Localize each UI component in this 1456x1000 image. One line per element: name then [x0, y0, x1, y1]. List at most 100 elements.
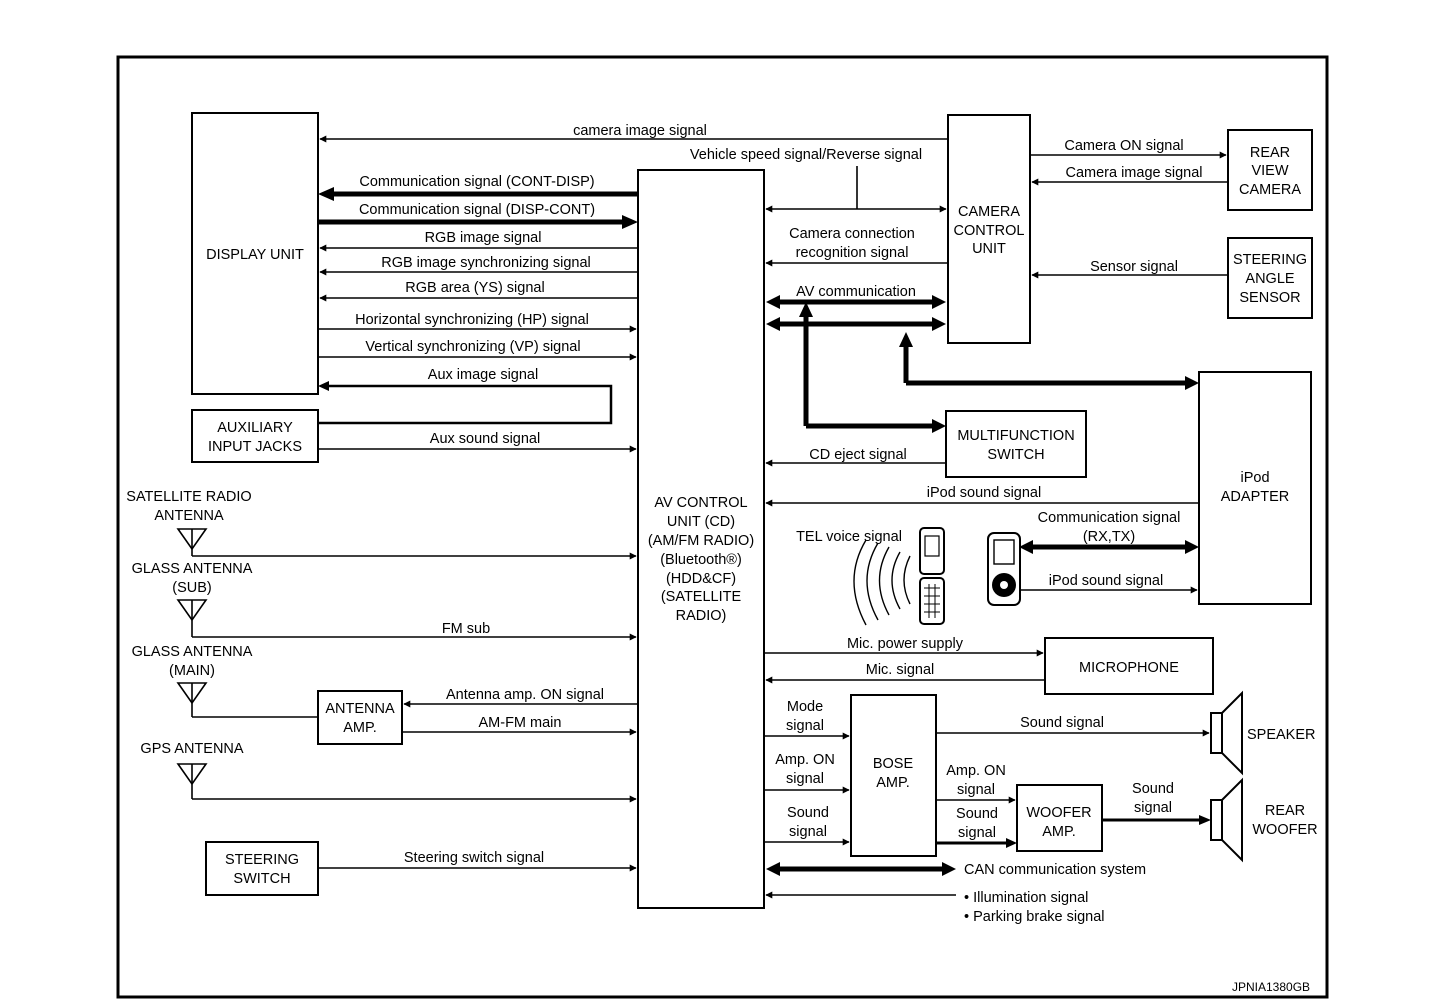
- bose-label-1: BOSE: [873, 756, 914, 772]
- camera-image-signal-label: camera image signal: [573, 123, 707, 139]
- arrowhead: [942, 862, 956, 876]
- sat-antenna-label-2: ANTENNA: [154, 508, 224, 524]
- hp-signal-label: Horizontal synchronizing (HP) signal: [355, 312, 589, 328]
- sensor-signal-label: Sensor signal: [1090, 259, 1178, 275]
- rgb-image-label: RGB image signal: [425, 230, 542, 246]
- sound-in-label-1: Sound: [787, 805, 829, 821]
- aux-jacks-label-1: AUXILIARY: [217, 420, 293, 436]
- ipod-adapter-box: iPod ADAPTER: [1198, 371, 1312, 605]
- arrowhead: [766, 317, 780, 331]
- amp-on-label-1: Amp. ON: [775, 752, 835, 768]
- steering-angle-sensor-box: STEERING ANGLE SENSOR: [1227, 237, 1313, 319]
- bose-amp-box: BOSE AMP.: [850, 694, 937, 857]
- woofer-amp-box: WOOFER AMP.: [1016, 784, 1103, 852]
- fm-sub-label: FM sub: [442, 621, 490, 637]
- av-unit-label-7: RADIO): [676, 608, 727, 624]
- glass-sub-label-1: GLASS ANTENNA: [132, 561, 253, 577]
- figure-code: JPNIA1380GB: [1232, 980, 1310, 994]
- glass-sub-label-2: (SUB): [172, 580, 211, 596]
- arrowhead: [1185, 540, 1199, 554]
- am-fm-main-label: AM-FM main: [479, 715, 562, 731]
- rear-woofer-label-2: WOOFER: [1252, 822, 1317, 838]
- cd-eject-label: CD eject signal: [809, 447, 907, 463]
- mode-signal-label-1: Mode: [787, 699, 823, 715]
- mic-power-label: Mic. power supply: [847, 636, 964, 652]
- gps-label: GPS ANTENNA: [140, 741, 243, 757]
- outer-frame: [116, 55, 1329, 999]
- ipod-sound-2-label: iPod sound signal: [1049, 573, 1163, 589]
- sound-speaker-label: Sound signal: [1020, 715, 1104, 731]
- sound-waves-icon: [853, 539, 911, 626]
- ipod-label-1: iPod: [1240, 470, 1269, 486]
- multifunction-switch-box: MULTIFUNCTION SWITCH: [945, 410, 1087, 478]
- aux-sound-label: Aux sound signal: [430, 431, 540, 447]
- av-unit-label-1: AV CONTROL: [654, 495, 747, 511]
- mfs-label-2: SWITCH: [987, 447, 1044, 463]
- speaker-icon: [1210, 690, 1243, 776]
- ipod-label-2: ADAPTER: [1221, 489, 1290, 505]
- antenna-amp-label-2: AMP.: [343, 720, 377, 736]
- rear-woofer-speaker-icon: [1210, 777, 1243, 863]
- sound-woofer-out-label-2: signal: [1134, 800, 1172, 816]
- comm-rx-tx-label-2: (RX,TX): [1083, 529, 1135, 545]
- bose-label-2: AMP.: [876, 775, 910, 791]
- arrowhead: [932, 317, 946, 331]
- arrowhead: [622, 215, 638, 229]
- auxiliary-input-jacks-box: AUXILIARY INPUT JACKS: [191, 409, 319, 463]
- antenna-amp-on-label: Antenna amp. ON signal: [446, 687, 604, 703]
- illumination-label: • Illumination signal: [964, 890, 1088, 906]
- sound-woofer-in-label-1: Sound: [956, 806, 998, 822]
- tel-voice-label: TEL voice signal: [796, 529, 902, 545]
- sas-label-2: ANGLE: [1245, 271, 1294, 287]
- aux-jacks-label-2: INPUT JACKS: [208, 439, 302, 455]
- parking-brake-label: • Parking brake signal: [964, 909, 1104, 925]
- amp-on-woofer-label-1: Amp. ON: [946, 763, 1006, 779]
- vehicle-speed-label: Vehicle speed signal/Reverse signal: [690, 147, 922, 163]
- sas-label-1: STEERING: [1233, 252, 1307, 268]
- rgb-area-label: RGB area (YS) signal: [405, 280, 544, 296]
- camera-connection-label-1: Camera connection: [789, 226, 915, 242]
- sound-woofer-in-label-2: signal: [958, 825, 996, 841]
- ccu-label-3: UNIT: [972, 241, 1006, 257]
- microphone-label: MICROPHONE: [1079, 660, 1179, 676]
- amp-on-woofer-label-2: signal: [957, 782, 995, 798]
- amp-on-label-2: signal: [786, 771, 824, 787]
- av-unit-label-3: (AM/FM RADIO): [648, 533, 754, 549]
- camera-on-label: Camera ON signal: [1064, 138, 1183, 154]
- glass-main-label-1: GLASS ANTENNA: [132, 644, 253, 660]
- ipod-device-icon: [987, 532, 1021, 606]
- mode-signal-label-2: signal: [786, 718, 824, 734]
- ccu-label-2: CONTROL: [954, 223, 1025, 239]
- glass-main-label-2: (MAIN): [169, 663, 215, 679]
- rvc-label-2: VIEW: [1251, 163, 1288, 179]
- microphone-box: MICROPHONE: [1044, 637, 1214, 695]
- arrowhead: [899, 332, 913, 347]
- glass-antenna-sub: GLASS ANTENNA (SUB): [132, 561, 253, 637]
- display-unit-label: DISPLAY UNIT: [206, 247, 304, 263]
- vp-signal-label: Vertical synchronizing (VP) signal: [365, 339, 580, 355]
- comm-disp-cont-label: Communication signal (DISP-CONT): [359, 202, 595, 218]
- arrowhead: [1019, 540, 1033, 554]
- arrowhead: [799, 302, 813, 317]
- sound-in-label-2: signal: [789, 824, 827, 840]
- arrowhead: [932, 419, 946, 433]
- arrowhead: [1199, 815, 1211, 825]
- arrowhead: [766, 295, 780, 309]
- speaker-label: SPEAKER: [1247, 727, 1316, 743]
- comm-rx-tx-label-1: Communication signal: [1038, 510, 1181, 526]
- antenna-amp-box: ANTENNA AMP.: [317, 690, 403, 745]
- gps-antenna: GPS ANTENNA: [140, 741, 244, 799]
- av-communication-label: AV communication: [796, 284, 916, 300]
- woofer-amp-label-2: AMP.: [1042, 824, 1076, 840]
- av-control-unit-box: AV CONTROL UNIT (CD) (AM/FM RADIO) (Blue…: [637, 169, 765, 909]
- av-unit-label-2: UNIT (CD): [667, 514, 735, 530]
- av-unit-label-4: (Bluetooth®): [660, 552, 742, 568]
- rgb-sync-label: RGB image synchronizing signal: [381, 255, 591, 271]
- sas-label-3: SENSOR: [1239, 290, 1300, 306]
- av-unit-label-5: (HDD&CF): [666, 571, 736, 587]
- comm-cont-disp-label: Communication signal (CONT-DISP): [359, 174, 594, 190]
- aux-image-label: Aux image signal: [428, 367, 538, 383]
- rear-view-camera-box: REAR VIEW CAMERA: [1227, 129, 1313, 211]
- display-unit-box: DISPLAY UNIT: [191, 112, 319, 395]
- antenna-amp-label-1: ANTENNA: [325, 701, 395, 717]
